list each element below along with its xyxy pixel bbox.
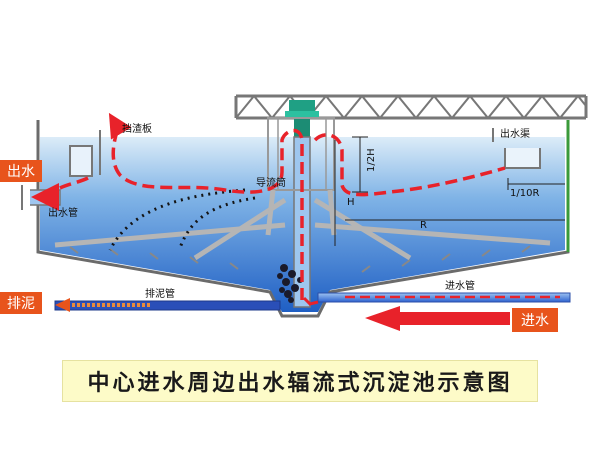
svg-text:出水: 出水	[7, 164, 35, 180]
water-flow-path	[31, 127, 506, 300]
half-height-label: 1/2H	[366, 148, 377, 172]
inlet-pipe	[302, 292, 571, 306]
svg-text:排泥: 排泥	[7, 296, 35, 312]
scum-baffle-label: 挡渣板	[122, 122, 152, 135]
height-label: H	[347, 197, 355, 208]
particle-settling-paths	[108, 188, 256, 251]
inlet-water-tag: 进水	[512, 308, 558, 332]
outlet-channel-right	[492, 128, 541, 169]
tenth-radius-label: 1/10R	[510, 188, 539, 199]
svg-text:进水: 进水	[521, 313, 549, 329]
sludge-pipe	[54, 298, 281, 312]
sludge-discharge-tag: 排泥	[0, 292, 42, 314]
scraper-blades	[69, 245, 531, 273]
outlet-channel-label: 出水渠	[500, 127, 530, 140]
sludge-pipe-label: 排泥管	[145, 287, 175, 300]
diagram-caption: 中心进水周边出水辐流式沉淀池示意图	[62, 360, 538, 402]
tank-wall	[36, 120, 570, 318]
scraper-arms	[54, 189, 551, 261]
sludge-accumulation	[277, 264, 303, 303]
dimension-lines	[334, 136, 565, 246]
outlet-water-tag: 出水	[0, 160, 42, 182]
inlet-arrow	[365, 306, 510, 331]
radius-label: R	[420, 220, 427, 231]
inlet-pipe-label: 进水管	[445, 279, 475, 292]
sedimentation-tank-diagram: 出水 排泥 进水 挡渣板 出水管 导流筒 出水渠 1/2H H 1/10R R …	[0, 94, 588, 332]
outlet-pipe-label: 出水管	[48, 206, 78, 219]
guide-tube-label: 导流筒	[256, 176, 286, 189]
